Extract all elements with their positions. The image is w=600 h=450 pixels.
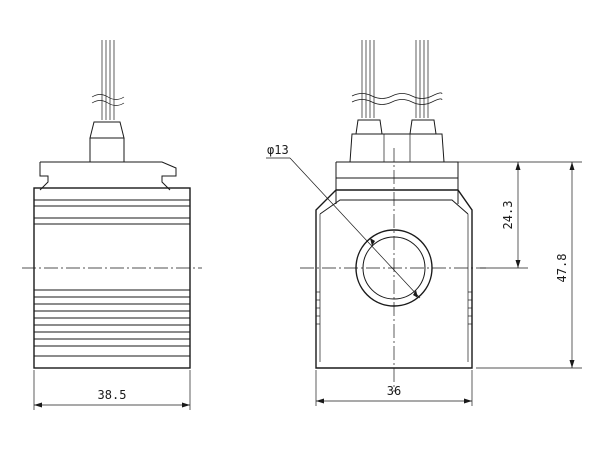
bore-diameter-dimension: φ13 — [266, 143, 421, 299]
side-view-lead-wires — [91, 40, 125, 120]
inner-height-dimension: 24.3 — [440, 161, 528, 269]
side-view-ribs — [34, 289, 190, 347]
front-view-width-dimension: 36 — [315, 370, 473, 406]
inner-height-label: 24.3 — [501, 201, 515, 230]
front-view-lead-wires — [351, 40, 443, 118]
front-view: φ13 36 24.3 47.8 — [266, 40, 582, 406]
front-view-serrations — [316, 291, 472, 325]
bore-diameter-label: φ13 — [267, 143, 289, 157]
front-view-width-label: 36 — [387, 384, 401, 398]
total-height-dimension: 47.8 — [476, 161, 582, 369]
side-view-body — [33, 187, 191, 369]
side-view-width-label: 38.5 — [98, 388, 127, 402]
total-height-label: 47.8 — [555, 254, 569, 283]
side-view-width-dimension: 38.5 — [33, 370, 191, 410]
side-view: 38.5 — [22, 40, 202, 410]
side-view-connector — [89, 121, 125, 139]
